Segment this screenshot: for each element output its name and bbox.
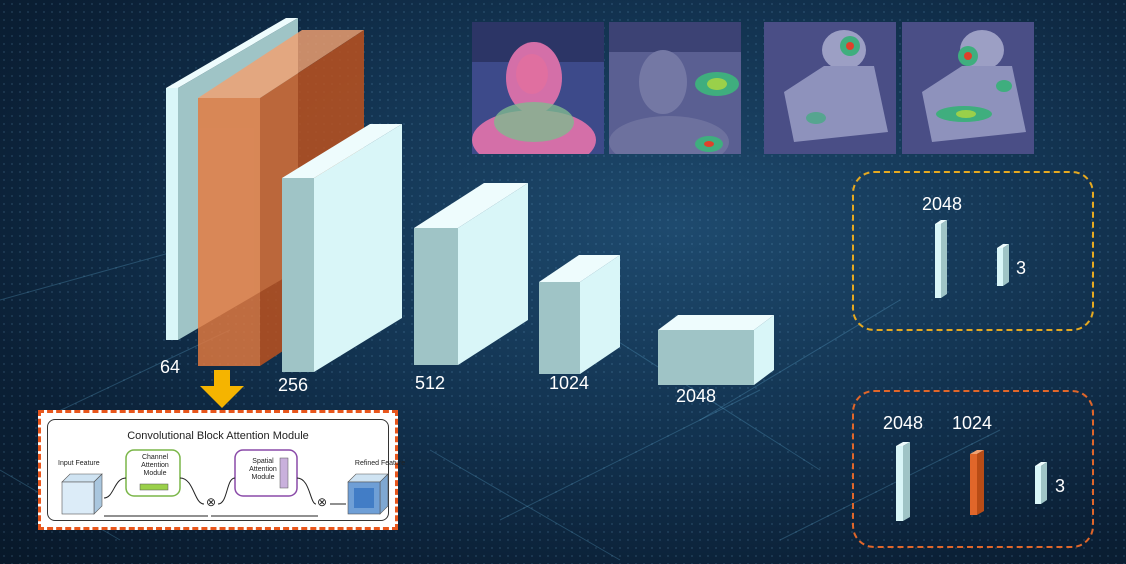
head-a-label-2048: 2048 [922,194,963,214]
classifier-head-b-box [852,390,1094,548]
label-1024: 1024 [549,373,590,393]
heatmap-image-1 [472,22,604,154]
head-b-bar-2048 [896,442,910,521]
head-a-bar-3 [997,244,1009,286]
head-a-bar-2048 [935,220,947,298]
down-arrow-icon [200,370,244,408]
heatmap-image-4 [902,22,1034,154]
cbam-input-label: Input Feature [58,460,100,467]
cbam-channel-module-box [125,449,181,497]
cbam-multiply-icon-2: ⊗ [316,495,328,509]
cbam-spatial-label: Spatial Attention Module [249,458,277,481]
head-b-label-3: 3 [1055,476,1066,496]
cbam-frame: Convolutional Block Attention Module Inp… [47,419,405,521]
label-512: 512 [415,373,446,393]
cbam-graphics [61,449,389,517]
label-256: 256 [278,375,309,395]
cbam-refined-label: Refined Feature [354,460,406,467]
cbam-refined-cube-icon [347,473,389,515]
heatmap-image-3 [764,22,896,154]
feature-map-256 [282,124,402,372]
cbam-diagram: Convolutional Block Attention Module Inp… [38,410,405,530]
classifier-head-a-box [852,171,1094,331]
head-a-label-3: 3 [1016,258,1027,278]
cbam-title: Convolutional Block Attention Module [127,430,309,442]
cbam-multiply-icon-1: ⊗ [205,495,217,509]
cbam-channel-label: Channel Attention Module [141,454,169,477]
feature-map-1024 [539,255,620,374]
heatmap-image-2 [609,22,741,154]
cbam-spatial-module-box [234,449,298,497]
feature-map-2048 [658,315,774,385]
feature-map-512 [414,183,528,365]
background-network-lines [0,249,1001,561]
label-2048: 2048 [676,386,717,406]
head-b-bar-3 [1035,462,1047,504]
head-b-label-1024: 1024 [952,413,993,433]
head-b-bar-1024 [970,450,984,515]
cbam-input-cube-icon [61,473,103,515]
head-b-label-2048: 2048 [883,413,924,433]
label-64: 64 [160,357,181,377]
